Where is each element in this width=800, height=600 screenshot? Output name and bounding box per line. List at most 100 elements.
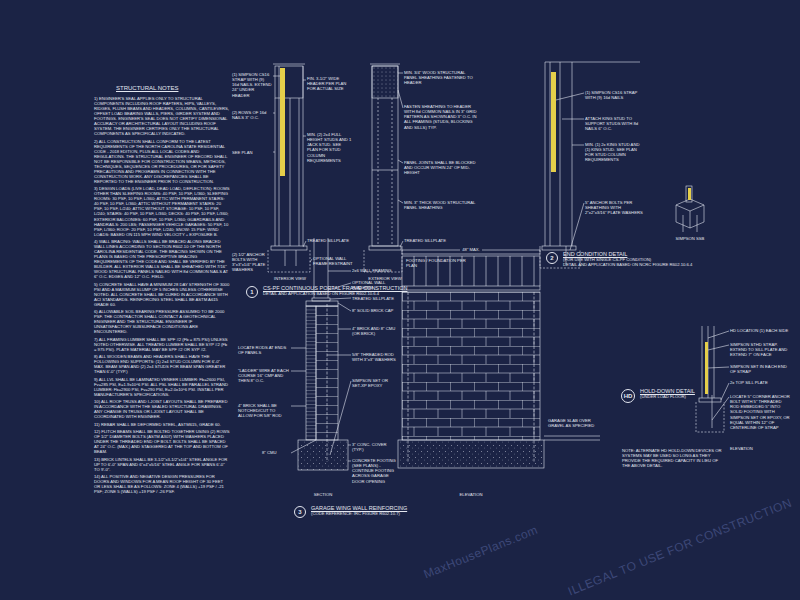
callout-label: (2) ROWS OF 16d NAILS 3" O.C. — [232, 110, 272, 120]
callout-number: 1 — [250, 289, 253, 295]
callout-label: 5" ANCHOR BOLTS PER SHEATHING WITH 2"x2"… — [585, 200, 643, 215]
hold-down-elevation — [705, 342, 708, 394]
hold-down-elevation — [699, 398, 721, 402]
callout-label: "LADDER" WIRE AT EACH COURSE 16" CMP AND… — [238, 368, 290, 383]
detail-callout-circle: 1CS-PF CONTINUOUS PORTAL FRAME CONSTRUCT… — [246, 286, 258, 298]
callout-label: ELEVATION — [441, 492, 501, 497]
simpson-ssb-iso — [688, 188, 691, 200]
callout-label: SEE PLAN — [232, 150, 272, 155]
dimension-label: 48" MAX. — [453, 247, 489, 252]
wing-wall-section — [298, 440, 348, 470]
callout-label: 2x TOP SILL PLATE — [730, 380, 790, 385]
portal-frame-interior — [279, 66, 280, 246]
callout-label: OPTIONAL WALL FRAME RESTRAINT — [313, 256, 355, 266]
callout-label: CONCRETE FOOTING (SEE PLANS) - CONTINUE … — [352, 458, 396, 484]
callout-number: 3 — [298, 509, 301, 515]
structural-note: 2) ALL CONSTRUCTION SHALL CONFORM TO THE… — [94, 139, 230, 184]
portal-frame-interior — [273, 76, 312, 262]
callout-label: FIN. 3-1/2" WIDE HEADER PER PLAN FOR ACT… — [307, 76, 353, 91]
portal-frame-exterior — [370, 64, 400, 65]
portal-frame-interior — [268, 64, 312, 272]
detail-callout-circle: 2END CONDITION DETAIL(FOR USE WITH SINGL… — [546, 252, 558, 264]
structural-note: 10) ALL ROOF TRUSS AND I-JOIST LAYOUTS S… — [94, 399, 230, 419]
end-condition-detail — [550, 62, 551, 246]
callout-label: SIMPSON SET IN EACH END OF STRAP — [730, 364, 790, 374]
portal-frame-exterior — [378, 98, 379, 246]
callout-label: 8" CMU — [262, 450, 290, 455]
callout-label: HD LOCATION (1) EACH SIDE — [730, 328, 790, 333]
structural-note: 13) BRICK LINTELS SHALL BE 3-1/2"x3-1/2"… — [94, 457, 230, 472]
detail-title: HOLD-DOWN DETAIL — [640, 388, 695, 394]
end-condition-detail — [551, 72, 556, 172]
structural-note: 11) REBAR SHALL BE DEFORMED STEEL, ASTM6… — [94, 422, 230, 427]
callout-label: TREATED SILLPLATE — [307, 238, 353, 243]
portal-frame-exterior — [364, 64, 403, 272]
callout-number: HD — [624, 393, 633, 399]
structural-note: 9) ALL LVL SHALL BE LAMINATED VENEER LUM… — [94, 377, 230, 397]
callout-label: GARAGE SLAB OVER GRAVEL AS SPECIFIED — [548, 418, 600, 428]
portal-frame-interior — [285, 250, 286, 266]
structural-note: 12) FLITCH BEAMS SHALL BE BOLTED TOGETHE… — [94, 429, 230, 454]
wing-wall-section — [306, 301, 338, 306]
portal-frame-exterior — [372, 170, 398, 171]
detail-callout-circle: HDHOLD-DOWN DETAIL(UNDER LOAD FLOOR) — [621, 389, 635, 403]
detail-title: CS-PF CONTINUOUS PORTAL FRAME CONSTRUCTI… — [263, 285, 407, 291]
detail-subtitle: (CODE REFERENCE: IRC FIGURE R602.10.7) — [311, 512, 400, 517]
callout-label: 2x6 WALL FRAMING — [352, 268, 396, 273]
callout-label: MIN. (2) 2x4 FULL HEIGHT STUDS AND 1 JAC… — [307, 132, 353, 163]
detail-subtitle: (FOR USE WITH SINGLE CS-PF CONDITION) — [563, 258, 651, 263]
watermark: ILLEGAL TO USE FOR CONSTRUCTION — [566, 496, 794, 599]
structural-note: 4) WALL BRACING: WALLS SHALL BE BRACED A… — [94, 239, 230, 279]
portal-frame-interior — [268, 250, 310, 272]
hold-down-elevation — [714, 326, 715, 398]
label-patch: 48" MAX. — [460, 247, 482, 252]
hold-down-elevation — [696, 326, 729, 432]
hold-down-elevation — [712, 395, 713, 428]
callout-label: SIMPSON SSB — [668, 236, 712, 241]
callout-label: (2) 1/2" ANCHOR BOLTS WITH 3"x3"x1/4" PL… — [232, 252, 266, 273]
hold-down-elevation — [702, 326, 703, 398]
wing-wall-elevation — [398, 440, 544, 468]
structural-note: 8) ALL WOODEN BEAMS AND HEADERS SHALL HA… — [94, 354, 230, 374]
notes-column: 1) ENGINEER'S SEAL APPLIES ONLY TO STRUC… — [94, 96, 230, 497]
wing-wall-elevation — [534, 292, 535, 462]
callout-label: SIMPSON SET OR SET-XP EPOXY — [352, 378, 396, 388]
detail-title: GARAGE WING WALL REINFORCING — [311, 505, 407, 511]
callout-label: MIN. (1) 2x KING STUD AND (1) KING STUD.… — [585, 142, 643, 163]
callout-label: LOCATE RODS AT ENDS OF PANELS — [238, 345, 290, 355]
callout-label: TREATED SILLPLATE — [352, 296, 396, 301]
wing-wall-section — [327, 304, 328, 462]
structural-note: 3) DESIGN LOADS (LIVE LOAD, DEAD LOAD, D… — [94, 186, 230, 236]
portal-frame-exterior — [392, 98, 393, 246]
watermark: MaxHousePlans.com — [422, 523, 540, 582]
end-condition-detail — [560, 62, 561, 246]
callout-label: 4" BRICK SHALL BE NOTCHED/CUT TO ALLOW F… — [238, 403, 290, 418]
callout-label: 8" SOLID BRICK CAP — [352, 308, 396, 313]
detail-subtitle: (UNDER LOAD FLOOR) — [640, 395, 686, 400]
wing-wall-elevation — [408, 292, 409, 462]
callout-label: SIMPSON STHD STRAP. EXTEND TO SILL PLATE… — [730, 342, 790, 357]
wing-wall-elevation — [544, 436, 600, 440]
callout-label: FOOTING / FOUNDATION PER PLAN — [406, 258, 466, 268]
portal-frame-interior — [271, 246, 307, 250]
wing-wall-section — [291, 238, 351, 470]
structural-note: 1) ENGINEER'S SEAL APPLIES ONLY TO STRUC… — [94, 96, 230, 136]
wing-wall-section — [312, 298, 330, 301]
structural-note: 5) CONCRETE SHALL HAVE A MINIMUM 28 DAY … — [94, 282, 230, 307]
wing-wall-elevation — [402, 286, 540, 290]
wing-wall-section — [291, 271, 351, 461]
callout-label: 4" BRICK AND 8" CMU (OR BRICK) — [352, 326, 396, 336]
portal-frame-interior — [275, 98, 276, 246]
end-condition-detail — [572, 62, 573, 246]
portal-frame-interior — [299, 98, 300, 246]
callout-label: SECTION — [298, 492, 348, 497]
detail-subtitle: DETAIL AND APPLICATION BASED ON NCRC FIG… — [563, 263, 692, 268]
callout-label: ATTACH KING STUD TO SUPPORT STUDS WITH 8… — [585, 116, 643, 131]
callout-label: NOTE: ALTERNATE HD HOLD-DOWN DEVICES OR … — [622, 448, 722, 469]
simpson-ssb-iso — [676, 186, 704, 232]
notes-heading: STRUCTURAL NOTES — [116, 85, 178, 92]
callout-label: 3" CONC. COVER (TYP.) — [352, 442, 396, 452]
callout-number: 2 — [550, 255, 553, 261]
wing-wall-elevation — [402, 246, 540, 254]
portal-frame-interior — [303, 66, 304, 246]
